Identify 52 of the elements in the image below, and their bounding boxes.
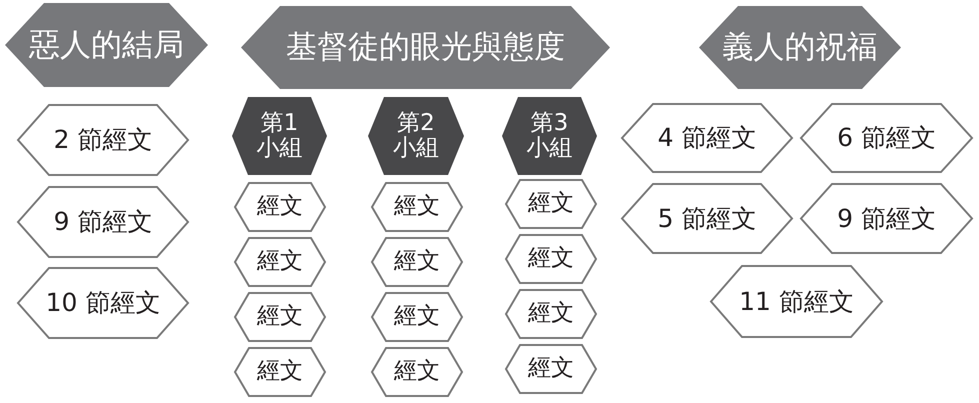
verse-label: 經文: [528, 191, 574, 217]
verse-label: 4 節經文: [658, 124, 756, 152]
group-hexagon: [231, 96, 328, 176]
verse-label: 經文: [394, 249, 440, 275]
verse-hexagon: [371, 182, 463, 232]
heading-text: 惡人的結局: [29, 28, 184, 62]
verse-hexagon: [234, 237, 326, 287]
verse-hexagon: [505, 289, 597, 339]
verse-label: 2 節經文: [54, 126, 152, 154]
verse-hexagon: [371, 347, 463, 397]
heading-hexagon: [240, 5, 611, 90]
verse-hexagon: [234, 182, 326, 232]
verse-label: 經文: [257, 304, 303, 330]
verse-label: 經文: [528, 356, 574, 382]
verse-hexagon: [17, 267, 189, 339]
verse-hexagon: [234, 292, 326, 342]
verse-label: 經文: [257, 249, 303, 275]
verse-hexagon: [371, 292, 463, 342]
heading-text: 基督徒的眼光與態度: [286, 30, 565, 65]
group-hexagon: [501, 96, 598, 176]
heading-hexagon: [698, 5, 902, 90]
verse-hexagon: [371, 237, 463, 287]
verse-label: 經文: [257, 359, 303, 385]
group-label: 第1小組: [256, 110, 304, 162]
verse-hexagon: [800, 183, 973, 254]
verse-label: 經文: [394, 194, 440, 220]
verse-label: 經文: [528, 246, 574, 272]
group-label: 第3小組: [526, 110, 574, 162]
verse-hexagon: [234, 347, 326, 397]
verse-hexagon: [621, 103, 793, 173]
verse-label: 經文: [394, 304, 440, 330]
verse-label: 經文: [528, 301, 574, 327]
verse-hexagon: [710, 265, 883, 338]
verse-label: 10 節經文: [46, 289, 160, 317]
verse-hexagon: [505, 234, 597, 284]
verse-hexagon: [17, 104, 189, 176]
verse-hexagon: [17, 186, 189, 258]
verse-label: 11 節經文: [739, 288, 854, 316]
verse-hexagon: [621, 183, 793, 254]
verse-label: 9 節經文: [54, 208, 152, 236]
verse-label: 經文: [257, 194, 303, 220]
heading-text: 義人的祝福: [722, 30, 878, 65]
verse-hexagon: [800, 103, 973, 173]
verse-label: 經文: [394, 359, 440, 385]
group-label: 第2小組: [392, 110, 440, 162]
group-hexagon: [367, 96, 465, 176]
heading-hexagon: [4, 2, 209, 88]
verse-label: 5 節經文: [658, 204, 756, 232]
verse-label: 6 節經文: [837, 124, 936, 152]
verse-hexagon: [505, 344, 597, 394]
verse-hexagon: [505, 179, 597, 229]
verse-label: 9 節經文: [837, 204, 936, 232]
